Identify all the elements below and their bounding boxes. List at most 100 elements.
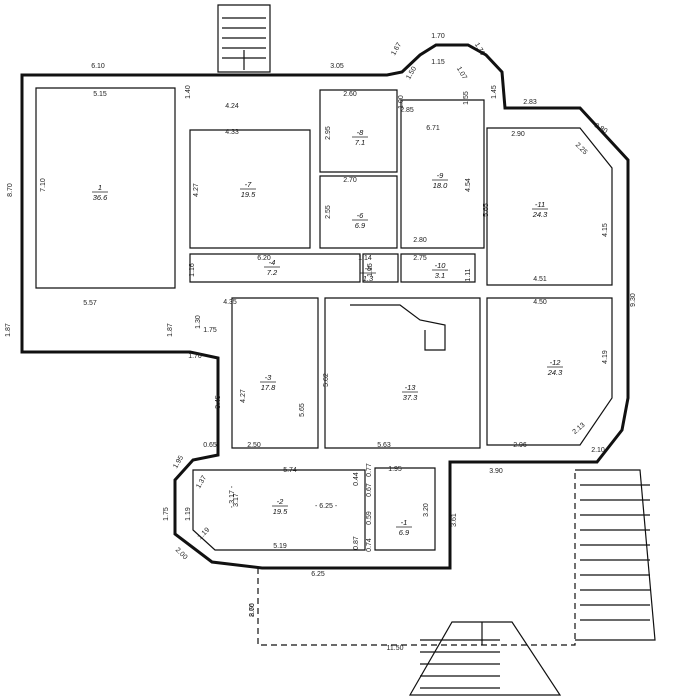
dimension-label: 1.15 (367, 263, 374, 277)
dimension-label: 2.90 (511, 131, 525, 138)
room-number: -10 (435, 261, 447, 270)
dimension-label: 2.75 (413, 255, 427, 262)
dimension-label: 1.87 (5, 323, 12, 337)
room-number: -6 (357, 211, 364, 220)
terraces (21, 4, 656, 696)
room-label: -87.1 (352, 128, 368, 147)
room-number: -1 (401, 518, 408, 527)
dimension-label: 2.83 (523, 99, 537, 106)
dimension-label: 1.95 (172, 455, 185, 470)
dimension-label: 4.15 (602, 223, 609, 237)
room-number: -13 (405, 383, 417, 392)
dimension-label: 5.15 (93, 91, 107, 98)
dimension-label: 1.19 (197, 527, 212, 542)
dimension-label: 1.75 (163, 507, 170, 521)
legend-depth: - 3.17 - (229, 485, 236, 508)
room-label: -719.5 (240, 180, 256, 199)
dimension-label: 1.40 (185, 85, 192, 99)
room-area: 17.8 (261, 383, 276, 392)
dimension-label: 4.27 (240, 389, 247, 403)
dimension-label: 1.70 (431, 33, 445, 40)
dimension-label: 1.70 (188, 353, 202, 360)
dimension-label: 1.95 (388, 466, 402, 473)
room-number: -4 (269, 258, 276, 267)
room-area: 3.1 (435, 271, 445, 280)
dimension-label: 3.05 (330, 63, 344, 70)
dimension-label: 5.62 (323, 373, 330, 387)
dimension-label: 9.30 (630, 293, 637, 307)
dimension-label: 2.70 (343, 177, 357, 184)
dimension-label: 3.90 (489, 468, 503, 475)
dimension-label: 2.55 (325, 205, 332, 219)
dimension-label: 4.24 (225, 103, 239, 110)
dimension-label: 6.10 (91, 63, 105, 70)
room-label: -66.9 (352, 211, 368, 230)
room-area: 7.1 (355, 138, 365, 147)
room-area: 37.3 (403, 393, 418, 402)
dimension-label: 4.35 (223, 299, 237, 306)
room-area: 24.3 (532, 210, 548, 219)
dimension-label: 3.20 (423, 503, 430, 517)
dimension-label: 7.10 (40, 178, 47, 192)
room-number: -7 (245, 180, 252, 189)
room-number: -3 (265, 373, 272, 382)
dimension-label: 0.77 (366, 463, 373, 477)
room-area: 19.5 (241, 190, 256, 199)
dimension-label: 2.80 (413, 237, 427, 244)
dimension-label: 1.11 (465, 268, 472, 281)
dimension-label: 2.85 (400, 107, 414, 114)
room-number: -11 (535, 200, 545, 209)
exterior-walls (20, 43, 630, 570)
dimension-label: 0.74 (366, 538, 373, 552)
dimension-label: 1.15 (431, 59, 445, 66)
dimension-label: 1.55 (463, 91, 470, 105)
room-label: -51.3 (360, 264, 376, 283)
dimension-label: 1.37 (195, 475, 208, 490)
dimension-label: 0.59 (366, 511, 373, 525)
dimension-label: 1.67 (390, 42, 403, 57)
room-label: -16.9 (396, 518, 412, 537)
dimension-label: 6.71 (426, 125, 440, 132)
dimension-label: 2.80 (593, 122, 608, 135)
stairs (222, 17, 650, 689)
dimension-label: 0.67 (366, 483, 373, 497)
dimension-label: 1.16 (189, 263, 196, 277)
dimension-label: 2.66 (249, 603, 256, 617)
room-number: -5 (365, 264, 372, 273)
dimension-label: 1.87 (167, 323, 174, 337)
dimension-label: 4.27 (193, 183, 200, 197)
dimension-label: 1.14 (358, 255, 372, 262)
dimension-label: 0.44 (353, 472, 360, 486)
dimension-label: 5.57 (83, 300, 97, 307)
dimension-label: 1.45 (491, 85, 498, 99)
room-number: 1 (98, 183, 102, 192)
dimension-label: 6.25 (311, 571, 325, 578)
dimension-label: 4.19 (602, 350, 609, 364)
dimension-label: 2.96 (513, 442, 527, 449)
dimension-label: 4.33 (225, 129, 239, 136)
dimension-label: 1.00 (398, 95, 405, 109)
dimension-label: 1.19 (185, 507, 192, 521)
dimension-label: 5.74 (283, 467, 297, 474)
dimension-label: 1.30 (195, 315, 202, 329)
room-label: 136.6 (92, 183, 108, 202)
dimension-label: 2.95 (325, 126, 332, 140)
dimension-label: 2.60 (343, 91, 357, 98)
dimension-labels: 6.10 5.15 1.40 4.24 4.33 3.05 2.60 1.002.85 1.55… (5, 33, 637, 652)
dimension-label: 0.65 (203, 442, 217, 449)
room-label: -103.1 (432, 261, 448, 280)
dimension-label: 5.19 (273, 543, 287, 550)
room-area: 6.9 (355, 221, 366, 230)
dimension-label: 11.50 (387, 645, 404, 652)
room-labels: 136.6-719.5-87.1-66.9-918.0-1124.3-47.2-… (92, 128, 563, 537)
room-label: -918.0 (432, 171, 448, 190)
dimension-label: 8.70 (249, 603, 256, 617)
dimension-label: 1.07 (455, 66, 468, 81)
dimension-label: 1.75 (203, 327, 217, 334)
dimension-label: 6.20 (257, 255, 271, 262)
room-area: 6.9 (399, 528, 410, 537)
dimension-label: 0.87 (353, 536, 360, 550)
